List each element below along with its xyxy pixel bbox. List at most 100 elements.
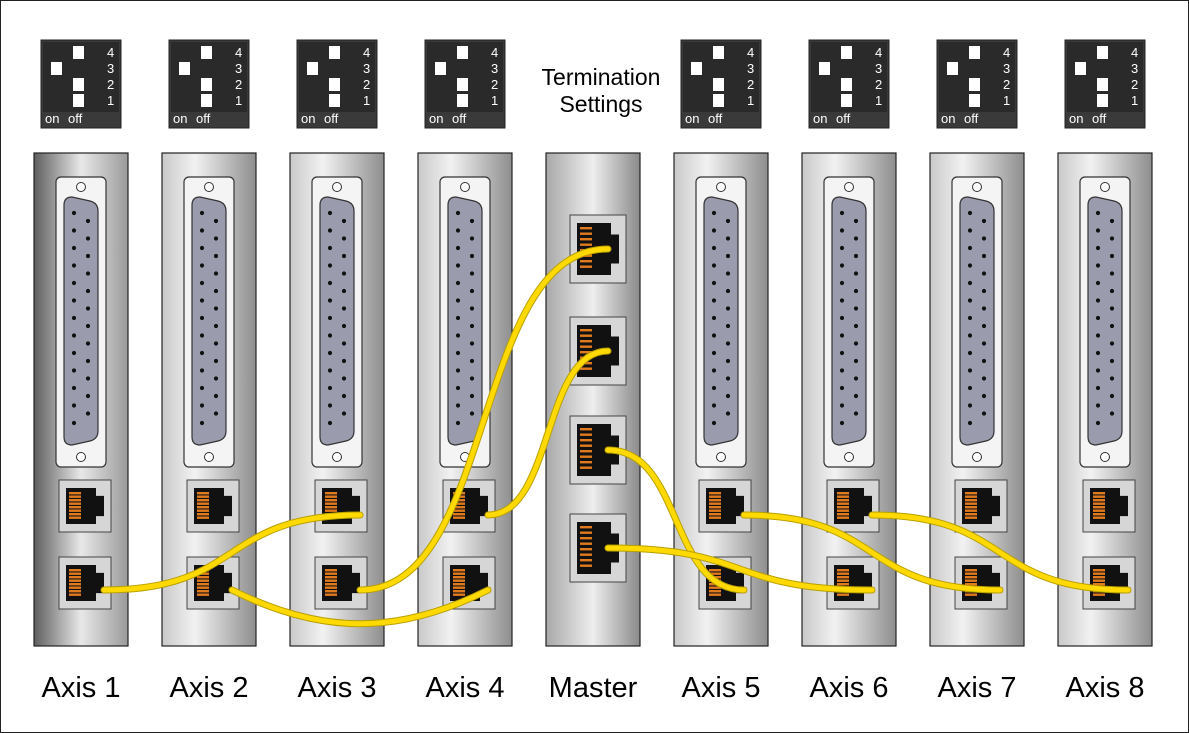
connector-pin	[981, 253, 987, 259]
connector-pin	[71, 315, 77, 321]
mounting-hole-bottom	[972, 452, 982, 462]
connector-pin	[725, 218, 731, 224]
dip-off-label: off	[68, 111, 83, 126]
jack-pin	[325, 502, 337, 505]
jack-pin	[709, 502, 721, 505]
dip-toggle-4	[201, 46, 212, 59]
jack-pin	[69, 569, 81, 572]
jack-pins	[197, 492, 209, 519]
dip-toggle-3	[435, 62, 446, 75]
jack-pin	[1093, 579, 1105, 582]
jack-pin	[580, 548, 592, 551]
connector-pin	[455, 350, 461, 356]
connector-pin	[725, 306, 731, 311]
connector-pin	[199, 403, 205, 408]
connector-pin	[839, 245, 845, 251]
dip-toggle-1	[841, 94, 852, 107]
jack-pin	[965, 513, 977, 516]
dip-toggle-4	[713, 46, 724, 59]
dip-toggle-2	[969, 78, 980, 91]
dip-position-number: 3	[1003, 61, 1010, 76]
connector-pin	[199, 280, 205, 286]
dip-off-label: off	[836, 111, 851, 126]
jack-pin	[197, 576, 209, 579]
jack-pin	[709, 513, 721, 516]
connector-pin	[853, 236, 859, 241]
connector-pin	[327, 245, 333, 251]
jack-pin	[69, 572, 81, 575]
jack-pin	[325, 576, 337, 579]
connector-pin	[1109, 323, 1115, 329]
mounting-hole-top	[460, 182, 470, 192]
jack-pin	[325, 586, 337, 589]
cable-line	[485, 348, 611, 518]
dip-position-number: 3	[107, 61, 114, 76]
dip-toggle-2	[201, 78, 212, 91]
jack-pin	[197, 516, 209, 519]
jack-pin	[1093, 502, 1105, 505]
dip-off-label: off	[708, 111, 723, 126]
connector-pin	[981, 393, 987, 399]
connector-pin	[967, 245, 973, 251]
d-sub-connector	[183, 176, 235, 468]
connector-pin	[853, 358, 859, 364]
jack-pin	[325, 492, 337, 495]
connector-pin	[71, 210, 77, 216]
jack-pin	[580, 444, 592, 447]
jack-pin	[1093, 593, 1105, 596]
dip-toggle-2	[1097, 78, 1108, 91]
connector-pin	[327, 385, 333, 391]
connector-pin	[469, 376, 475, 381]
connector-pin	[199, 263, 205, 268]
connector-pin	[1095, 210, 1101, 216]
jack-pin	[837, 492, 849, 495]
connector-pin	[725, 376, 731, 381]
connector-pin	[711, 245, 717, 251]
connector-pin	[725, 271, 731, 276]
connector-pin	[839, 228, 845, 233]
jack-pin	[69, 590, 81, 593]
jack-pin	[197, 579, 209, 582]
connector-pin	[725, 358, 731, 364]
jack-pin	[69, 513, 81, 516]
connector-pin	[455, 420, 461, 426]
card-label-axis8: Axis 8	[1066, 672, 1145, 704]
connector-pin	[839, 420, 845, 426]
connector-pin	[455, 385, 461, 391]
dip-position-number: 2	[491, 77, 498, 92]
connector-pin	[725, 411, 731, 416]
connector-pin	[839, 333, 845, 338]
jack-pin	[197, 593, 209, 596]
connector-pin	[341, 358, 347, 364]
dip-position-number: 3	[363, 61, 370, 76]
connector-pin	[469, 393, 475, 399]
jack-pin	[325, 583, 337, 586]
dip-position-number: 1	[747, 93, 754, 108]
connector-pin	[199, 420, 205, 426]
dip-toggle-4	[329, 46, 340, 59]
card-label-axis2: Axis 2	[170, 672, 249, 704]
jack-pin	[453, 516, 465, 519]
jack-pin	[580, 227, 592, 230]
connector-pin	[327, 403, 333, 408]
connector-pin	[213, 253, 219, 259]
d-sub-connector	[1079, 176, 1131, 468]
d-sub-connector	[695, 176, 747, 468]
connector-pin	[469, 288, 475, 294]
dip-position-number: 1	[1131, 93, 1138, 108]
jack-pin	[965, 495, 977, 498]
connector-pin	[1109, 341, 1115, 346]
connector-pin	[1109, 236, 1115, 241]
connector-pin	[967, 420, 973, 426]
connector-pin	[1109, 306, 1115, 311]
jack-pin	[325, 569, 337, 572]
connector-pin	[455, 245, 461, 251]
jack-pin	[197, 499, 209, 502]
connector-pin	[839, 315, 845, 321]
connector-pin	[711, 420, 717, 426]
jack-pin	[453, 513, 465, 516]
